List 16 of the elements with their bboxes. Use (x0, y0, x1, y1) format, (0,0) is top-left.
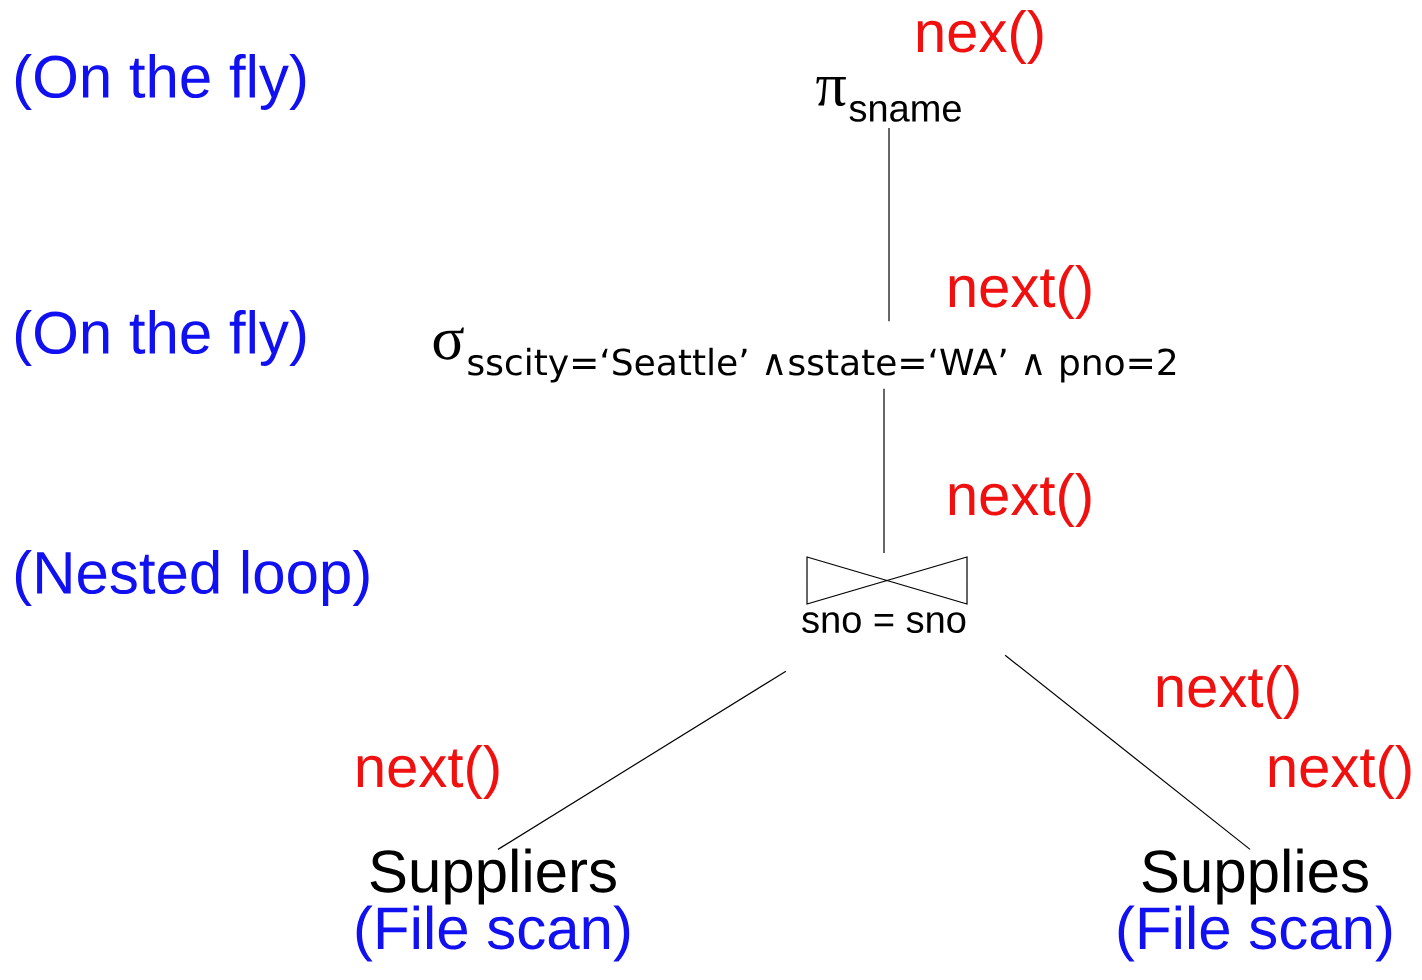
algorithm-label: (Nested loop) (15, 550, 369, 606)
relation-label: Suppliers (File scan) (356, 848, 630, 962)
tree-edge (1004, 654, 1251, 850)
relation-label: Supplies (File scan) (1118, 848, 1392, 962)
operator-label: π sname (816, 76, 961, 122)
algorithm-label: (On the fly) (15, 54, 306, 110)
call-label: nex() (917, 9, 1043, 64)
edge-label: next() (943, 262, 1097, 321)
tree-edge (888, 127, 890, 322)
edge-label: next() (1151, 662, 1305, 721)
tree-edge (497, 670, 787, 850)
algorithm-label: (On the fly) (15, 310, 306, 366)
edge-label: next() (351, 742, 505, 801)
edge-label: next() (943, 470, 1097, 529)
tree-edge (883, 388, 885, 554)
call-label: next() (1269, 744, 1411, 799)
